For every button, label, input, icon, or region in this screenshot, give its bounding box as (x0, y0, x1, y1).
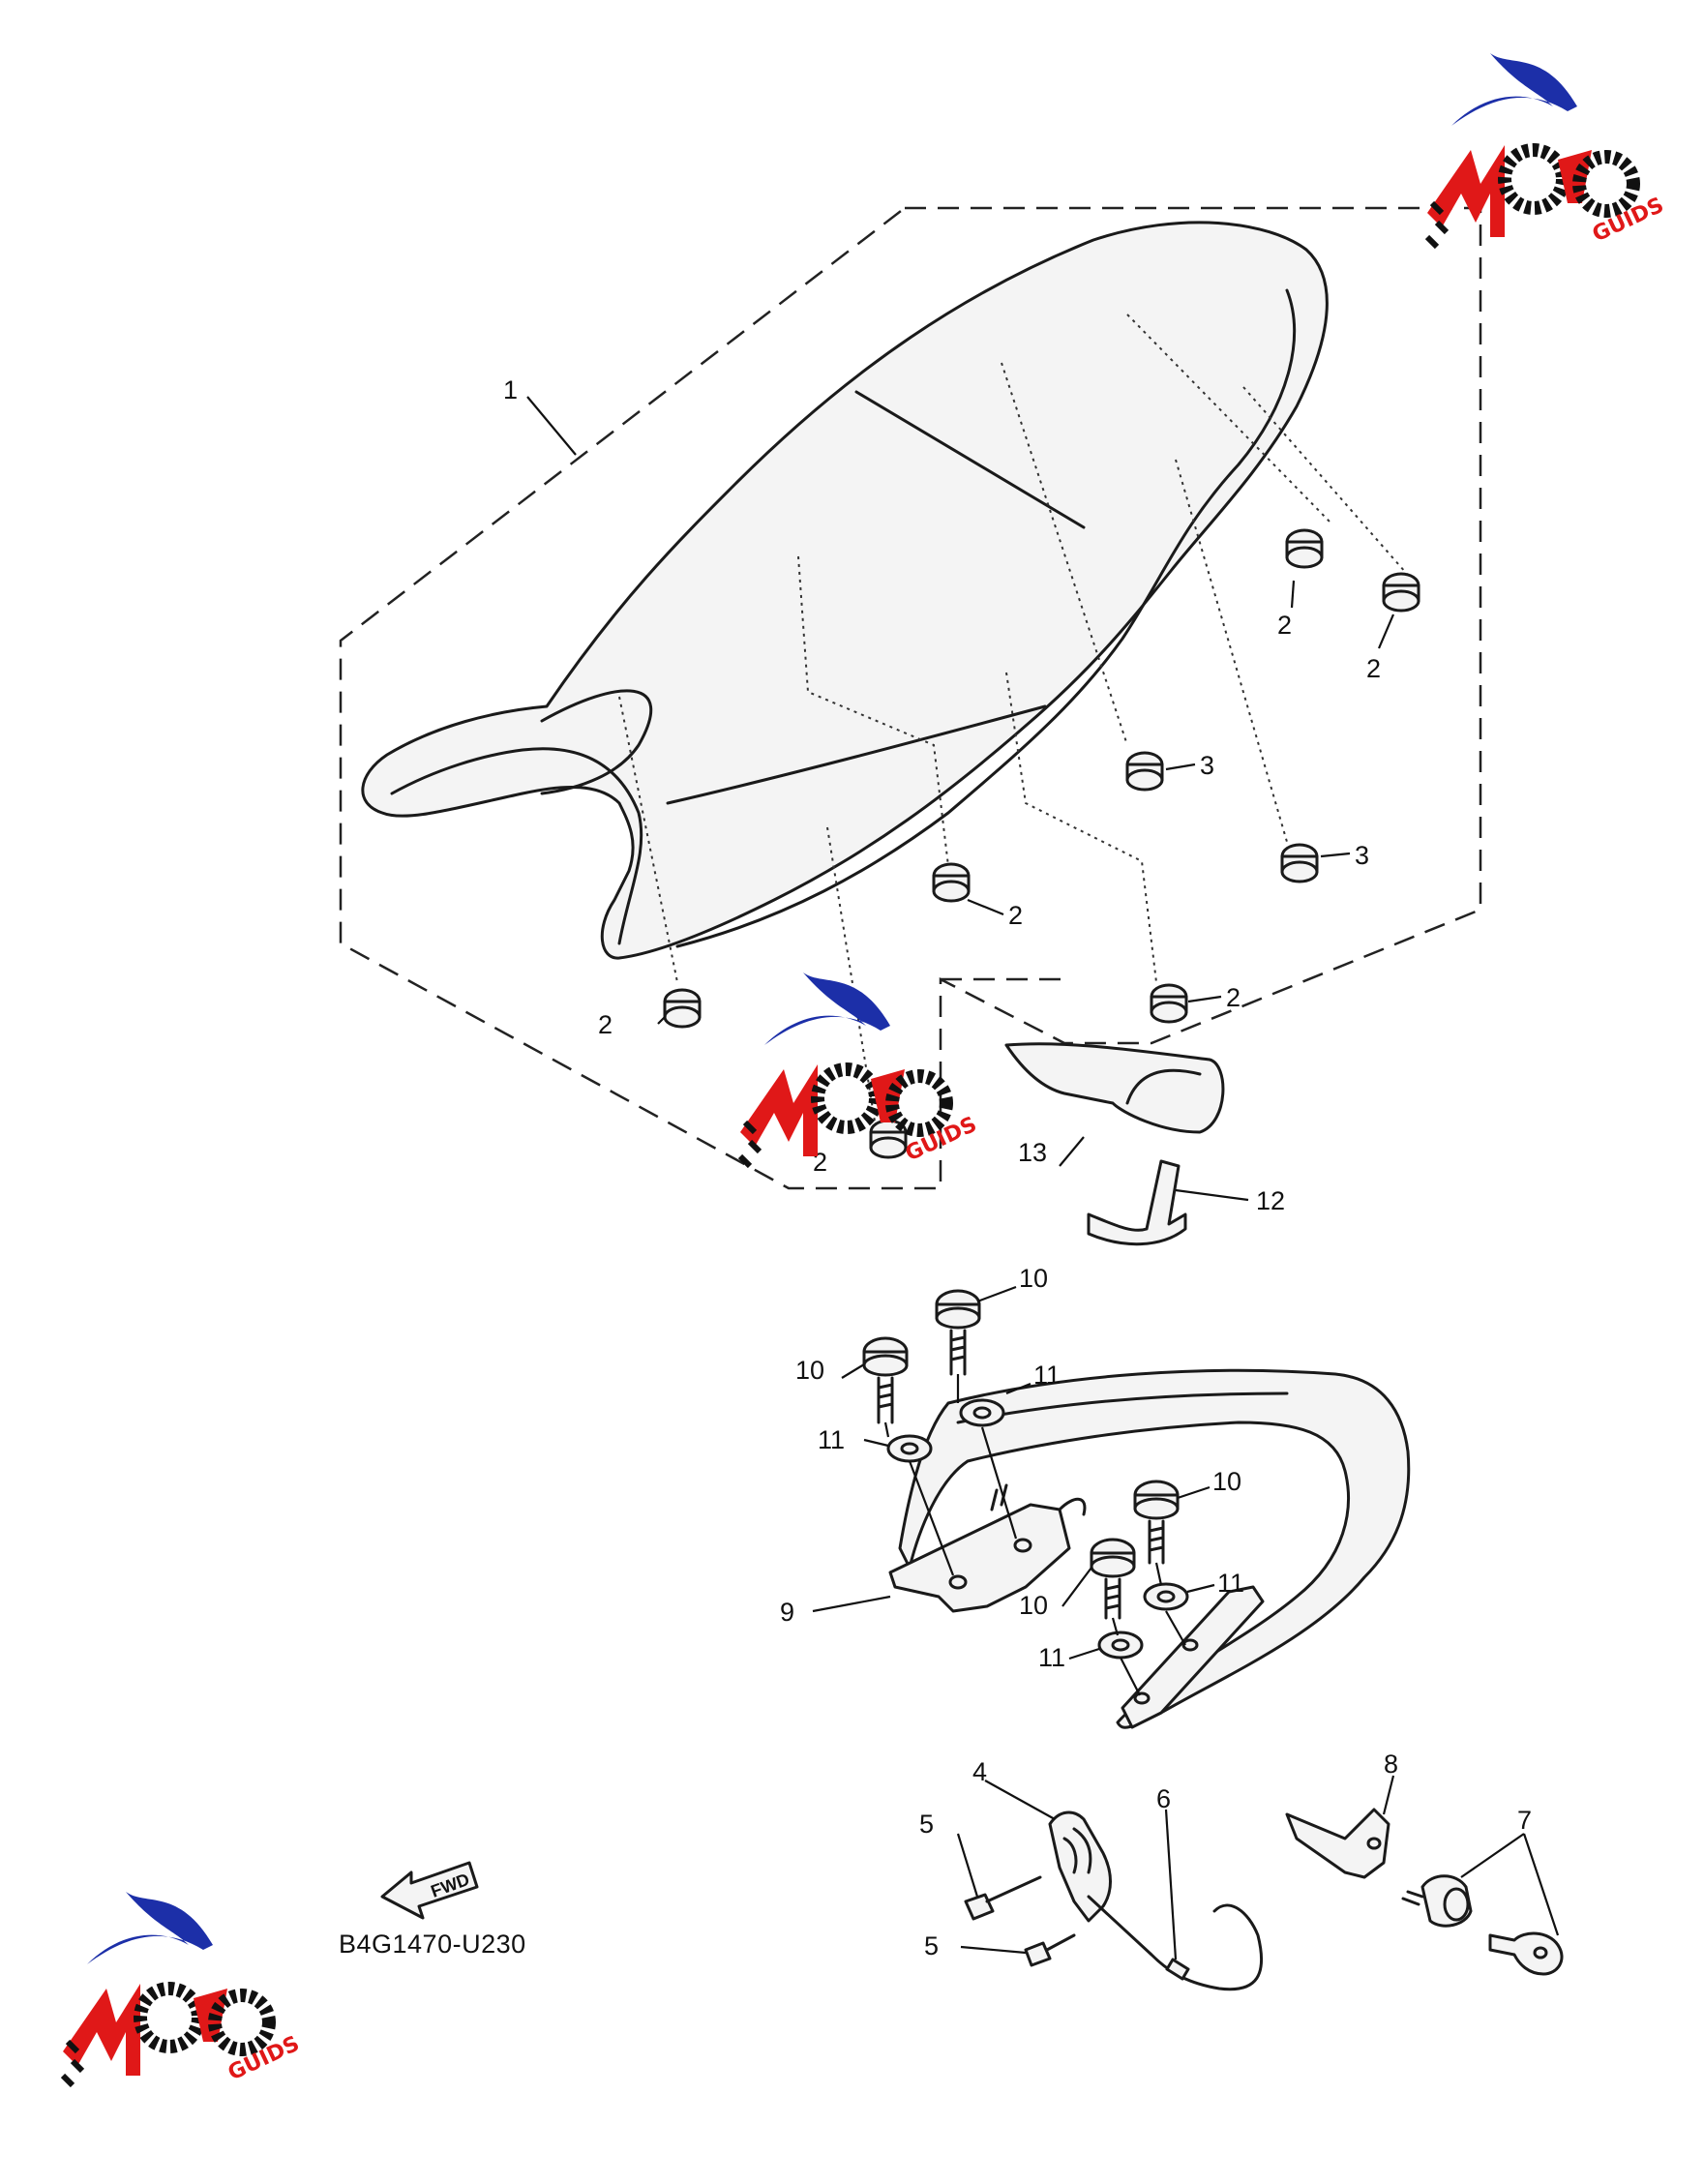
seat-panel-line (666, 704, 1047, 805)
grab-bar-assembly (862, 1289, 1411, 1729)
washers-11 (886, 1398, 1189, 1660)
seat-lock-hook-4 (1048, 1810, 1112, 1923)
watermark-suffix-text: GUIDS (224, 2032, 303, 2086)
washer-11 (959, 1398, 1005, 1427)
callout-part-10: 10 (1019, 1264, 1048, 1293)
callout-part-7: 7 (1517, 1806, 1532, 1835)
damper-part-3 (1280, 843, 1319, 883)
watermark-logo-bottom-left: GUIDS (60, 1892, 303, 2088)
callout-part-6: 6 (1156, 1784, 1171, 1813)
damper-part-3 (1125, 751, 1164, 792)
callout-part-2: 2 (1226, 983, 1241, 1012)
drawing-code: B4G1470-U230 (339, 1930, 526, 1959)
callout-part-12: 12 (1256, 1186, 1285, 1215)
bolt-10 (1090, 1538, 1136, 1620)
forward-direction-arrow: FWD (380, 1861, 479, 1920)
watermark-logo-top-right: GUIDS (1424, 53, 1667, 250)
callout-part-2: 2 (1366, 654, 1381, 683)
callout-part-3: 3 (1200, 751, 1214, 780)
callout-part-10: 10 (1019, 1591, 1048, 1620)
callout-part-11: 11 (1033, 1361, 1061, 1390)
lock-cylinder-7 (1401, 1874, 1473, 1928)
callout-numbers: 1 2 2 3 3 2 2 2 2 13 12 10 11 10 11 10 1… (503, 375, 1532, 1960)
bolt-10 (1133, 1480, 1180, 1565)
bolts-10 (862, 1289, 1180, 1620)
callout-part-5: 5 (924, 1931, 939, 1960)
seat-ridge (390, 689, 652, 945)
watermark-logo-center: GUIDS (737, 972, 980, 1169)
callout-part-11: 11 (1038, 1643, 1065, 1672)
bolt-5 (964, 1875, 1042, 1921)
callout-part-13: 13 (1018, 1138, 1047, 1167)
grab-bar-rear-bracket (1121, 1585, 1265, 1729)
seat-assembly (339, 206, 1482, 1246)
washer-11 (1143, 1582, 1189, 1611)
damper-part-2 (932, 862, 971, 903)
callout-part-2: 2 (1008, 901, 1023, 930)
strap-13 (1004, 1042, 1225, 1134)
clip-12 (1087, 1159, 1187, 1246)
callout-part-1: 1 (503, 375, 518, 404)
damper-part-2 (1150, 983, 1188, 1024)
callout-part-11: 11 (818, 1425, 845, 1454)
callout-part-9: 9 (780, 1598, 794, 1627)
callout-part-8: 8 (1384, 1750, 1398, 1779)
bolt-10 (935, 1289, 981, 1376)
callout-part-11: 11 (1217, 1569, 1244, 1598)
callout-part-5: 5 (919, 1810, 934, 1839)
seat-top-line (854, 390, 1086, 529)
damper-part-2 (869, 1119, 908, 1159)
callout-leaders (526, 396, 1560, 1960)
bolt-5 (1024, 1933, 1076, 1967)
callout-part-4: 4 (972, 1757, 987, 1786)
washer-11 (1097, 1631, 1144, 1660)
damper-part-2 (663, 988, 702, 1029)
watermark-suffix-text: GUIDS (902, 1113, 980, 1167)
grab-bar-bracket-9 (888, 1503, 1071, 1613)
callout-part-2: 2 (1277, 611, 1292, 640)
washer-11 (886, 1434, 933, 1463)
lock-bracket-8 (1285, 1808, 1390, 1879)
bolt-10 (862, 1336, 909, 1424)
callout-part-10: 10 (1212, 1467, 1241, 1496)
damper-part-2 (1382, 572, 1420, 613)
dotted-leaders (618, 314, 1414, 1128)
seat-outline (361, 221, 1329, 960)
dampers (663, 528, 1420, 1159)
damper-part-2 (1285, 528, 1324, 569)
callout-part-3: 3 (1355, 841, 1369, 870)
seat-1 (361, 221, 1329, 960)
callout-part-2: 2 (598, 1010, 613, 1039)
callout-part-10: 10 (795, 1356, 824, 1385)
seat-lock-assembly (964, 1808, 1564, 1991)
key-7 (1488, 1931, 1564, 1976)
watermark-suffix-text: GUIDS (1589, 194, 1667, 248)
